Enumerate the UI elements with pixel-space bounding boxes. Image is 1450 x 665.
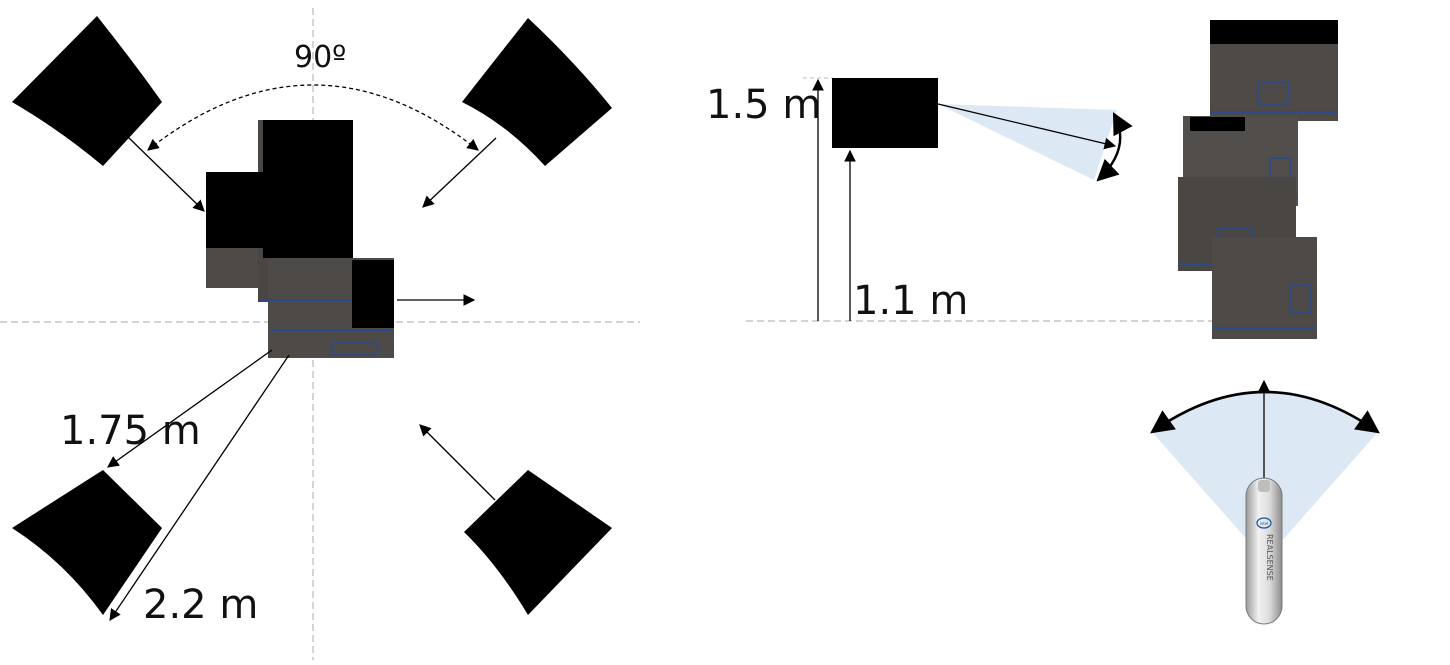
box-1 bbox=[1210, 20, 1338, 121]
angle-label: 90º bbox=[294, 40, 346, 75]
distance-label-far: 2.2 m bbox=[143, 582, 258, 628]
camera-bottom-left bbox=[12, 470, 162, 615]
side-camera-fov bbox=[938, 104, 1117, 180]
side-camera-back bbox=[832, 78, 874, 148]
arrow-camera-top-right bbox=[422, 137, 497, 208]
realsense-device-view: intel REALSENSE bbox=[1150, 379, 1380, 625]
box-stack-side-view bbox=[1178, 20, 1338, 339]
side-camera-view-arrow bbox=[937, 103, 1117, 150]
intel-logo-text: intel bbox=[1260, 521, 1269, 526]
camera-bottom-right bbox=[464, 470, 612, 615]
camera-top-left bbox=[12, 16, 162, 166]
box-stack-top-view bbox=[206, 120, 394, 358]
device-fov-arc-arrow bbox=[1150, 390, 1380, 434]
tilt-range-arrow bbox=[1096, 112, 1133, 182]
realsense-brand-text: REALSENSE bbox=[1265, 534, 1274, 581]
side-camera-front bbox=[872, 78, 938, 148]
device-fov bbox=[1152, 392, 1378, 560]
arrow-camera-bottom-right bbox=[419, 424, 496, 501]
side-view-panel: 1.5 m 1.1 m bbox=[706, 20, 1380, 625]
angle-arc bbox=[147, 84, 479, 151]
top-view-panel: 90º 1.75 m 2.2 m bbox=[0, 8, 640, 660]
height-label-top: 1.5 m bbox=[706, 82, 821, 128]
camera-top-right bbox=[462, 18, 612, 166]
realsense-clip bbox=[1258, 480, 1270, 492]
realsense-camera-device bbox=[1245, 477, 1283, 625]
distance-arrow-near bbox=[107, 349, 273, 468]
arrow-camera-top-left bbox=[127, 136, 205, 212]
height-label-low: 1.1 m bbox=[853, 278, 968, 324]
distance-label-near: 1.75 m bbox=[60, 408, 201, 454]
distance-arrow-far bbox=[109, 354, 290, 621]
intel-logo bbox=[1256, 517, 1272, 529]
box-4 bbox=[1212, 237, 1317, 339]
